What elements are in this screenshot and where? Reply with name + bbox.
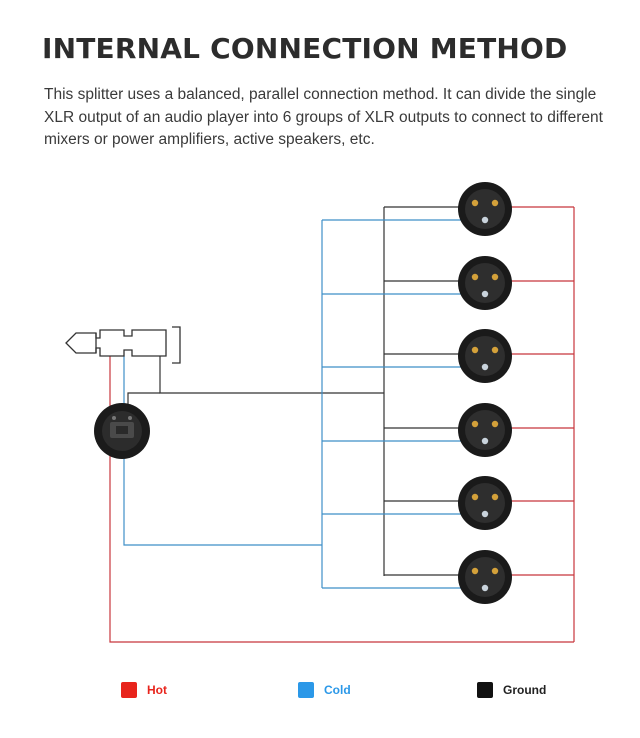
ground-wires bbox=[127, 206, 473, 576]
cold-wires bbox=[123, 219, 485, 589]
xlr-pin-ground bbox=[471, 346, 479, 354]
xlr-pin-ground bbox=[471, 420, 479, 428]
cold-swatch bbox=[298, 682, 314, 698]
combo-socket-icon bbox=[94, 403, 150, 459]
xlr-pin-hot bbox=[491, 346, 499, 354]
xlr-pin-hot bbox=[491, 199, 499, 207]
xlr-pin-cold bbox=[481, 510, 489, 518]
xlr-pin-cold bbox=[481, 216, 489, 224]
legend-cold: Cold bbox=[298, 681, 351, 699]
legend-cold-label: Cold bbox=[324, 683, 351, 697]
xlr-pin-hot bbox=[491, 567, 499, 575]
xlr-pin-ground bbox=[471, 567, 479, 575]
jack-bracket-icon bbox=[172, 326, 181, 364]
hot-swatch bbox=[121, 682, 137, 698]
legend-hot-label: Hot bbox=[147, 683, 167, 697]
legend-hot: Hot bbox=[121, 681, 167, 699]
ground-swatch bbox=[477, 682, 493, 698]
xlr-pin-ground bbox=[471, 493, 479, 501]
xlr-output-6 bbox=[458, 550, 512, 604]
legend-ground-label: Ground bbox=[503, 683, 547, 697]
xlr-output-1 bbox=[458, 182, 512, 236]
xlr-output-4 bbox=[458, 403, 512, 457]
xlr-output-3 bbox=[458, 329, 512, 383]
jack-plug-icon bbox=[65, 329, 167, 357]
xlr-outputs bbox=[458, 182, 512, 604]
xlr-pin-cold bbox=[481, 363, 489, 371]
xlr-pin-cold bbox=[481, 584, 489, 592]
page-title: INTERNAL CONNECTION METHOD bbox=[42, 32, 568, 65]
legend-ground: Ground bbox=[477, 681, 546, 699]
xlr-pin-ground bbox=[471, 273, 479, 281]
xlr-output-2 bbox=[458, 256, 512, 310]
xlr-pin-hot bbox=[491, 493, 499, 501]
xlr-pin-cold bbox=[481, 437, 489, 445]
cold-wire-input bbox=[123, 356, 322, 546]
xlr-pin-cold bbox=[481, 290, 489, 298]
description: This splitter uses a balanced, parallel … bbox=[44, 86, 603, 148]
xlr-pin-hot bbox=[491, 420, 499, 428]
input-connector bbox=[65, 326, 181, 459]
xlr-output-5 bbox=[458, 476, 512, 530]
ground-wire-input bbox=[159, 356, 384, 394]
xlr-pin-hot bbox=[491, 273, 499, 281]
xlr-pin-ground bbox=[471, 199, 479, 207]
